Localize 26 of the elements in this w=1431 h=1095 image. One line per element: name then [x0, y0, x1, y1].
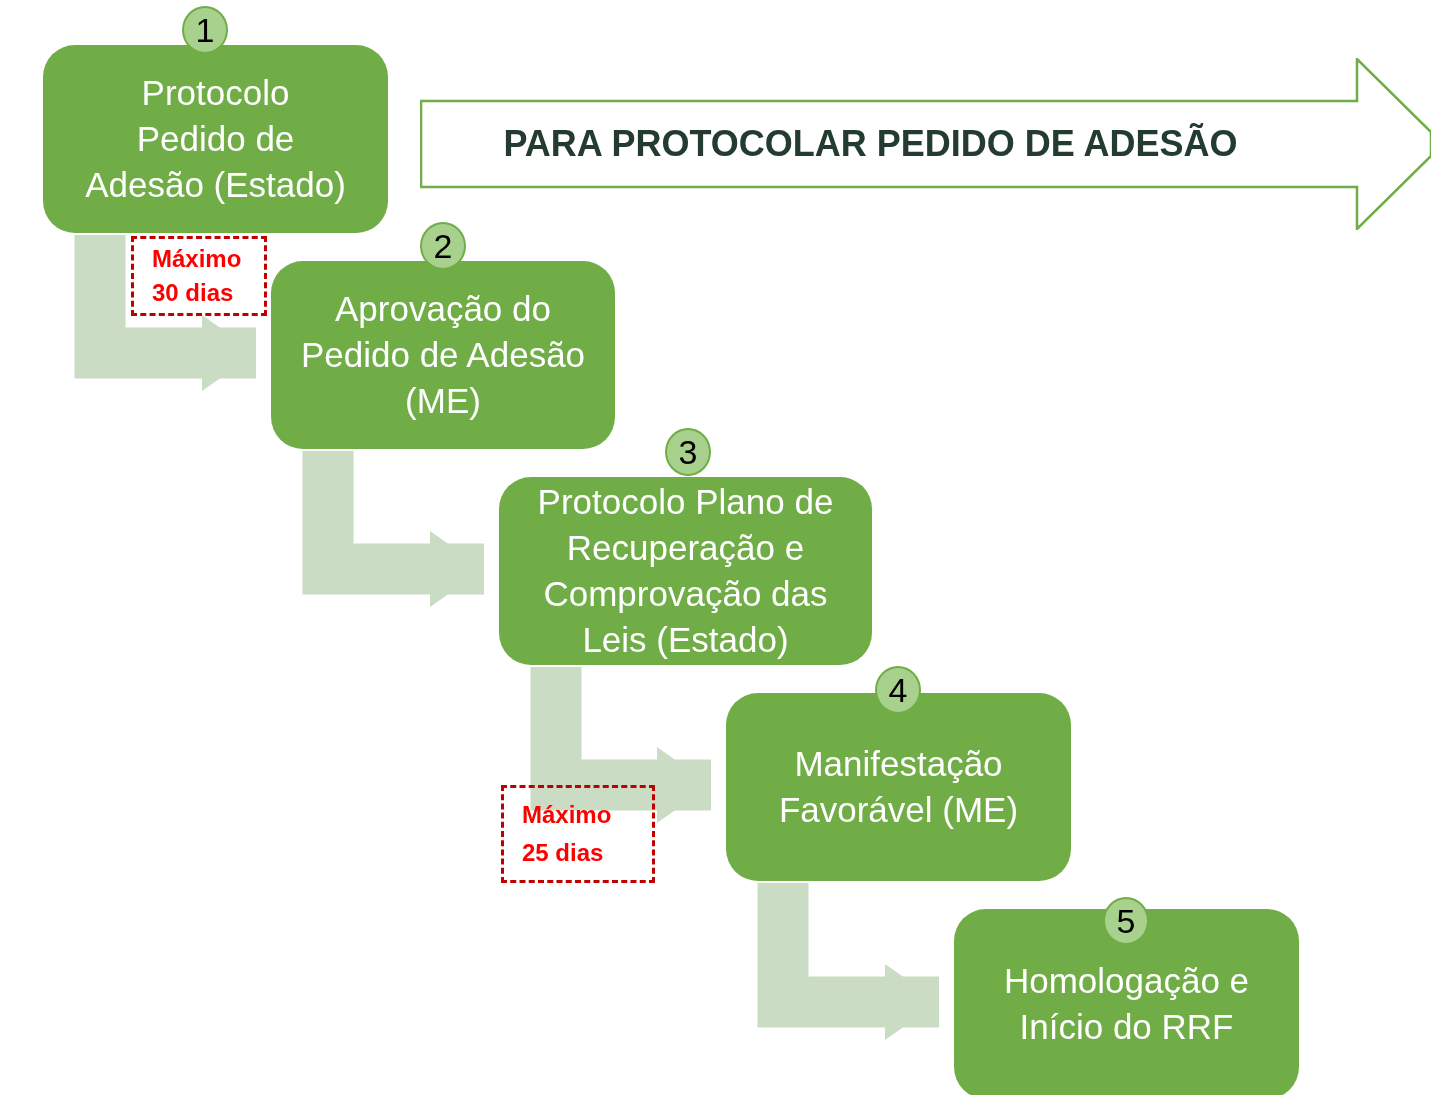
process-box — [43, 45, 388, 233]
arrow — [74, 235, 256, 391]
process-box — [954, 909, 1299, 1095]
time-limit-box — [131, 236, 267, 316]
step-number-badge — [420, 222, 466, 270]
step-label: Aprovação do Pedido de Adesão (ME) — [299, 288, 587, 422]
banner-label: PARA PROTOCOLAR PEDIDO DE ADESÃO — [503, 123, 1238, 165]
step-label: Protocolo Pedido de Adesão (Estado) — [84, 72, 347, 206]
step-number-badge — [665, 428, 711, 476]
time-limit-label: Máximo 25 dias — [522, 800, 613, 868]
step-label: Protocolo Plano de Recuperação e Comprovação das Leis (Estado) — [536, 481, 835, 661]
step-label: Manifestação Favorável (ME) — [777, 743, 1020, 831]
time-limit-label: Máximo 30 dias — [152, 244, 242, 308]
process-box — [499, 477, 872, 665]
arrow — [302, 451, 484, 607]
step-number: 5 — [1116, 901, 1136, 941]
process-box — [271, 261, 615, 449]
step-label: Homologação e Início do RRF — [1002, 960, 1251, 1048]
time-limit-box — [501, 785, 655, 883]
arrow — [757, 883, 939, 1040]
step-number-badge — [182, 6, 228, 54]
arrow — [530, 667, 711, 823]
step-number: 4 — [888, 670, 908, 710]
step-number: 3 — [678, 432, 698, 472]
step-number: 1 — [195, 10, 215, 50]
step-number: 2 — [433, 226, 453, 266]
